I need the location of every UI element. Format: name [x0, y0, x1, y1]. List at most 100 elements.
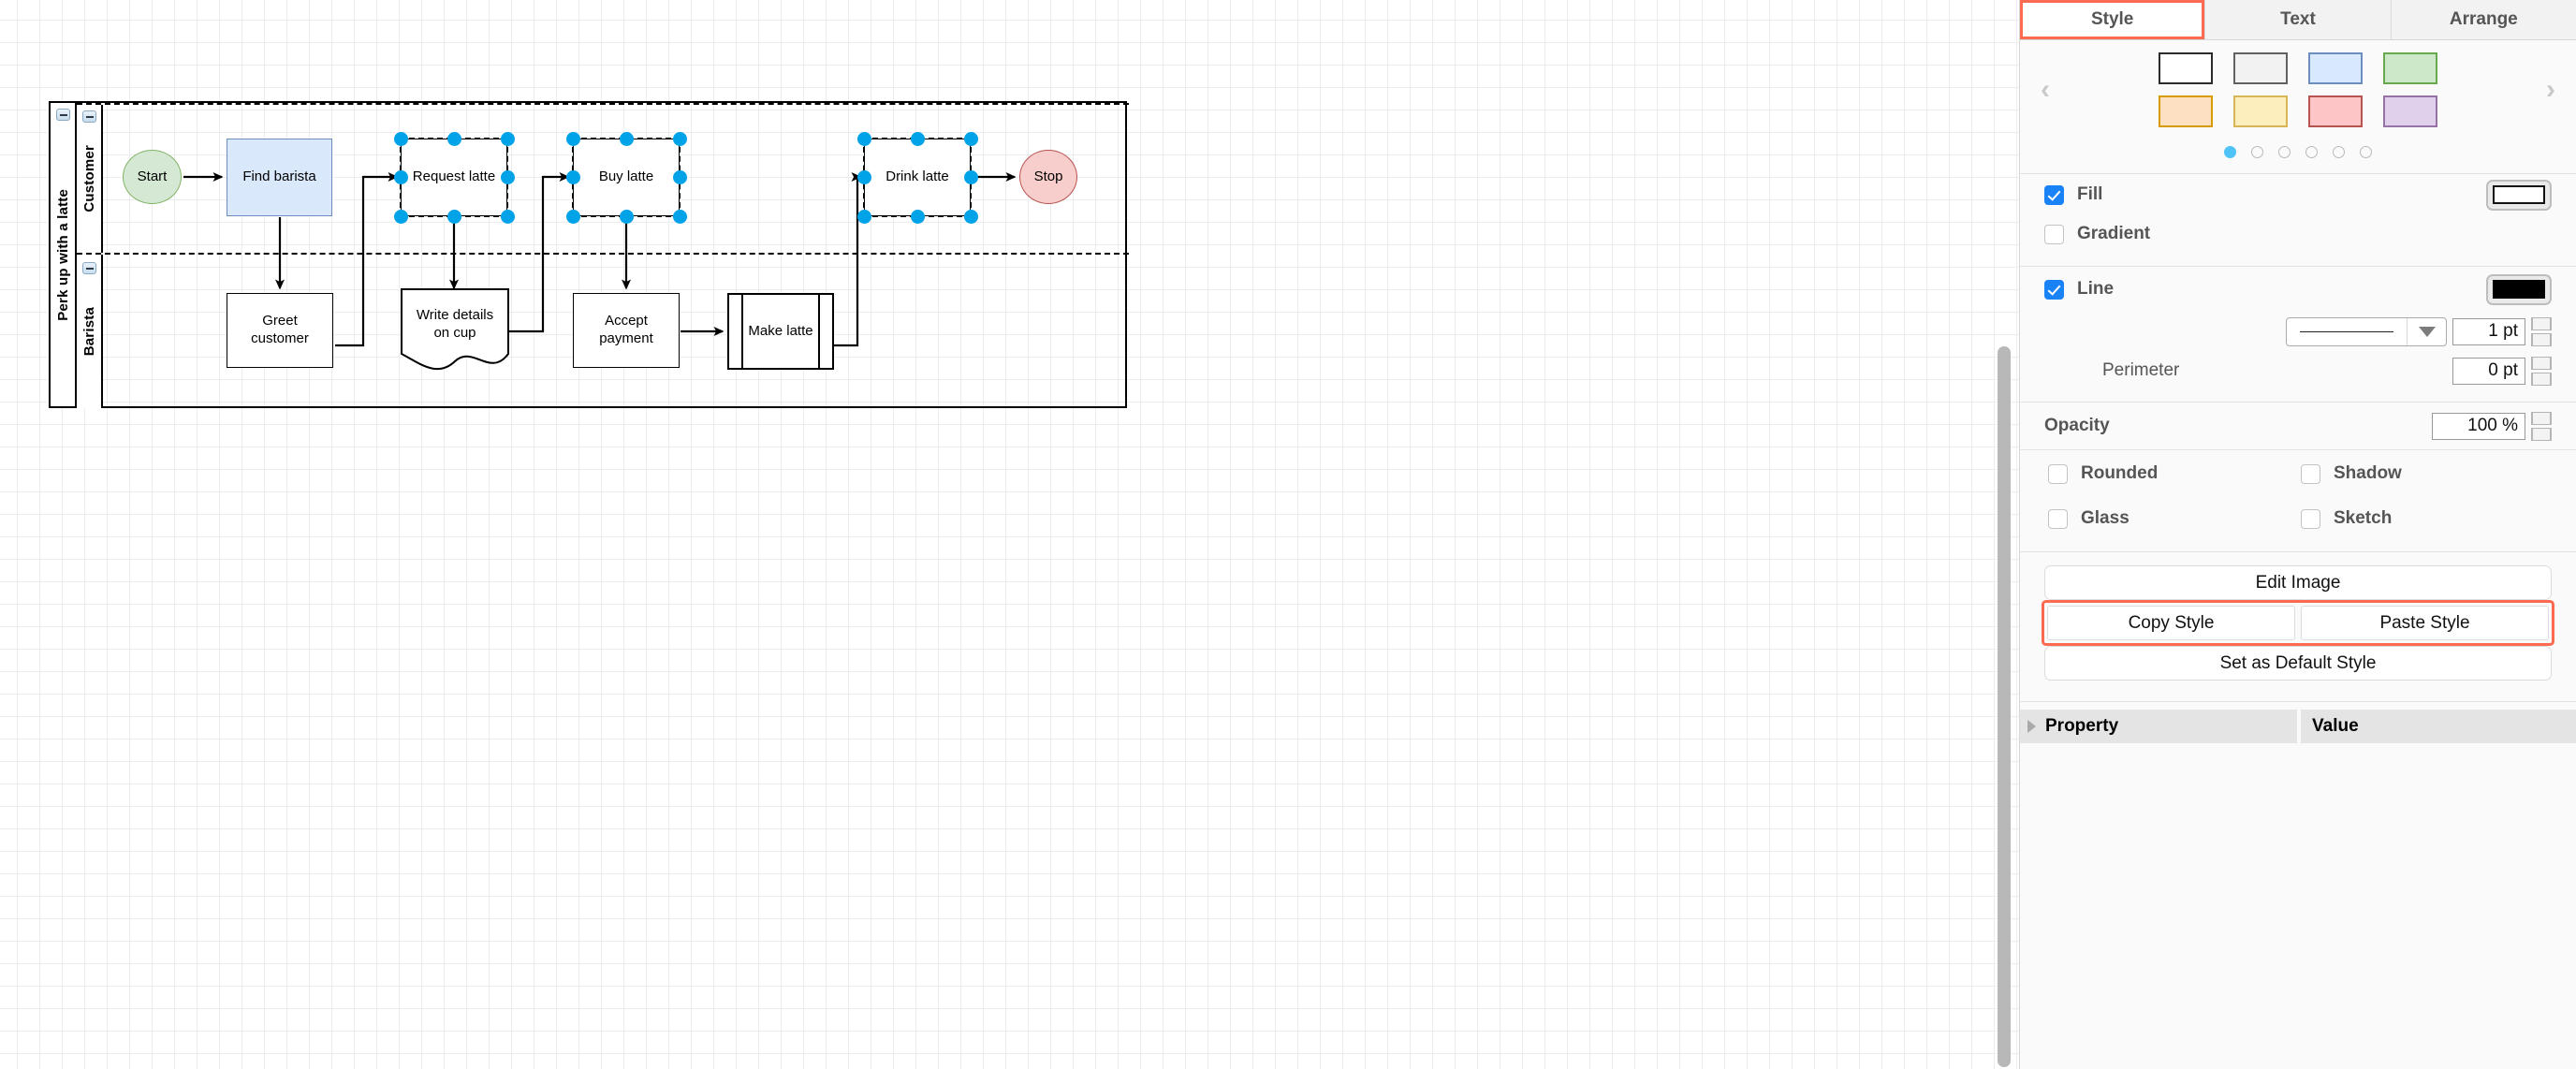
- toggle-row-2: Glass Sketch: [2020, 497, 2576, 540]
- tab-style-label: Style: [2090, 9, 2134, 29]
- lane-customer-label: Customer: [80, 145, 97, 212]
- node-request-latte-textwrap: Request latte: [402, 139, 506, 215]
- shadow-checkbox[interactable]: [2301, 463, 2320, 484]
- node-drink-latte-textwrap: Drink latte: [865, 139, 970, 215]
- pool-perk-up-with-a-latte[interactable]: Perk up with a latte Customer Barista: [49, 101, 1129, 408]
- node-write-details-on-cup[interactable]: Write details on cup: [401, 288, 509, 379]
- node-accept-payment-label-line2: payment: [599, 330, 653, 346]
- perimeter-label: Perimeter: [2102, 360, 2180, 380]
- fill-label: Fill: [2077, 184, 2103, 204]
- line-width-stepper-down[interactable]: [2531, 332, 2552, 346]
- palette-swatch-2[interactable]: [2308, 52, 2363, 84]
- palette-swatch-6[interactable]: [2308, 95, 2363, 127]
- node-drink-latte-label: Drink latte: [886, 168, 949, 185]
- palette-dot-0[interactable]: [2224, 145, 2236, 158]
- pool-title[interactable]: Perk up with a latte: [51, 103, 77, 406]
- perimeter-input[interactable]: 0 pt: [2452, 357, 2525, 385]
- gradient-checkbox[interactable]: [2044, 224, 2064, 244]
- node-write-details-textwrap: Write details on cup: [401, 288, 509, 361]
- node-write-details-label-line1: Write details: [416, 307, 494, 324]
- style-action-buttons: Edit Image Copy Style Paste Style Set as…: [2020, 552, 2576, 681]
- edit-image-button[interactable]: Edit Image: [2044, 565, 2552, 600]
- sketch-toggle[interactable]: Sketch: [2301, 508, 2392, 529]
- opacity-input[interactable]: 100 %: [2432, 412, 2525, 440]
- line-color-button[interactable]: [2486, 273, 2552, 305]
- palette-swatch-7[interactable]: [2383, 95, 2437, 127]
- lane-customer-collapse-icon[interactable]: [82, 110, 96, 123]
- tab-text[interactable]: Text: [2205, 0, 2392, 39]
- lane-barista-header[interactable]: Barista: [77, 255, 103, 408]
- gradient-row: Gradient: [2020, 215, 2576, 253]
- palette-dot-1[interactable]: [2251, 145, 2263, 158]
- tab-arrange[interactable]: Arrange: [2391, 0, 2576, 39]
- set-as-default-style-button[interactable]: Set as Default Style: [2044, 646, 2552, 681]
- line-color-swatch: [2493, 280, 2545, 299]
- copy-style-button[interactable]: Copy Style: [2047, 606, 2295, 640]
- lane-barista[interactable]: Barista: [77, 255, 1129, 408]
- glass-toggle[interactable]: Glass: [2048, 508, 2301, 529]
- node-buy-latte-label: Buy latte: [598, 168, 654, 185]
- opacity-stepper[interactable]: [2531, 411, 2552, 441]
- rounded-toggle[interactable]: Rounded: [2048, 463, 2301, 484]
- divider-3: [2020, 402, 2576, 403]
- palette-swatch-3[interactable]: [2383, 52, 2437, 84]
- node-accept-payment[interactable]: Accept payment: [573, 293, 680, 368]
- property-column-header[interactable]: Property: [2020, 710, 2297, 743]
- node-find-barista[interactable]: Find barista: [227, 139, 332, 216]
- palette-dot-2[interactable]: [2278, 145, 2291, 158]
- line-style-dropdown-arrow[interactable]: [2407, 317, 2446, 345]
- expand-triangle-icon[interactable]: [2027, 720, 2036, 733]
- tab-style[interactable]: Style: [2020, 0, 2206, 39]
- line-width-input[interactable]: 1 pt: [2452, 317, 2525, 345]
- palette-swatch-0[interactable]: [2159, 52, 2213, 84]
- node-greet-customer-label-line1: Greet: [262, 313, 298, 329]
- palette-prev-icon[interactable]: ‹: [2041, 74, 2050, 105]
- pool-collapse-icon[interactable]: [56, 109, 70, 121]
- node-write-details-label-line2: on cup: [433, 325, 476, 341]
- fill-checkbox[interactable]: [2044, 184, 2064, 205]
- format-panel: Style Text Arrange ‹ ›: [2019, 0, 2576, 1069]
- line-width-stepper-up[interactable]: [2531, 316, 2552, 330]
- lane-customer-header[interactable]: Customer: [77, 105, 103, 253]
- node-buy-latte[interactable]: Buy latte: [572, 138, 681, 217]
- node-stop-label: Stop: [1033, 168, 1063, 184]
- perimeter-stepper-up[interactable]: [2531, 356, 2552, 370]
- node-start[interactable]: Start: [123, 150, 182, 204]
- rounded-checkbox[interactable]: [2048, 463, 2068, 484]
- palette-next-icon[interactable]: ›: [2546, 74, 2555, 105]
- palette-swatch-5[interactable]: [2233, 95, 2288, 127]
- palette-dot-3[interactable]: [2305, 145, 2318, 158]
- perimeter-stepper-down[interactable]: [2531, 372, 2552, 386]
- node-stop[interactable]: Stop: [1019, 150, 1077, 204]
- lane-barista-label: Barista: [80, 306, 97, 357]
- node-drink-latte[interactable]: Drink latte: [863, 138, 972, 217]
- value-column-header[interactable]: Value: [2301, 710, 2576, 743]
- value-column-label: Value: [2312, 716, 2359, 736]
- node-request-latte[interactable]: Request latte: [400, 138, 508, 217]
- palette-swatch-4[interactable]: [2159, 95, 2213, 127]
- palette-swatch-1[interactable]: [2233, 52, 2288, 84]
- glass-checkbox[interactable]: [2048, 508, 2068, 529]
- node-greet-customer[interactable]: Greet customer: [227, 293, 333, 368]
- line-checkbox[interactable]: [2044, 279, 2064, 300]
- line-style-dropdown[interactable]: [2286, 316, 2447, 346]
- lane-customer[interactable]: Customer: [77, 103, 1129, 255]
- diagram-canvas[interactable]: Perk up with a latte Customer Barista St…: [0, 0, 2019, 1069]
- paste-style-button[interactable]: Paste Style: [2301, 606, 2549, 640]
- opacity-stepper-down[interactable]: [2531, 427, 2552, 441]
- perimeter-stepper[interactable]: [2531, 356, 2552, 386]
- node-make-latte[interactable]: Make latte: [727, 293, 834, 374]
- sketch-checkbox[interactable]: [2301, 508, 2320, 529]
- opacity-stepper-up[interactable]: [2531, 411, 2552, 425]
- palette-dot-5[interactable]: [2360, 145, 2372, 158]
- palette-dot-4[interactable]: [2333, 145, 2345, 158]
- fill-color-button[interactable]: [2486, 179, 2552, 211]
- line-width-stepper[interactable]: [2531, 316, 2552, 346]
- caret-down-icon: [2532, 332, 2551, 346]
- canvas-vertical-scrollbar[interactable]: [1998, 346, 2011, 1067]
- shadow-toggle[interactable]: Shadow: [2301, 463, 2402, 484]
- tab-arrange-label: Arrange: [2449, 9, 2518, 29]
- lane-barista-collapse-icon[interactable]: [82, 262, 96, 274]
- perimeter-row: Perimeter 0 pt: [2020, 351, 2576, 390]
- opacity-label: Opacity: [2044, 416, 2110, 435]
